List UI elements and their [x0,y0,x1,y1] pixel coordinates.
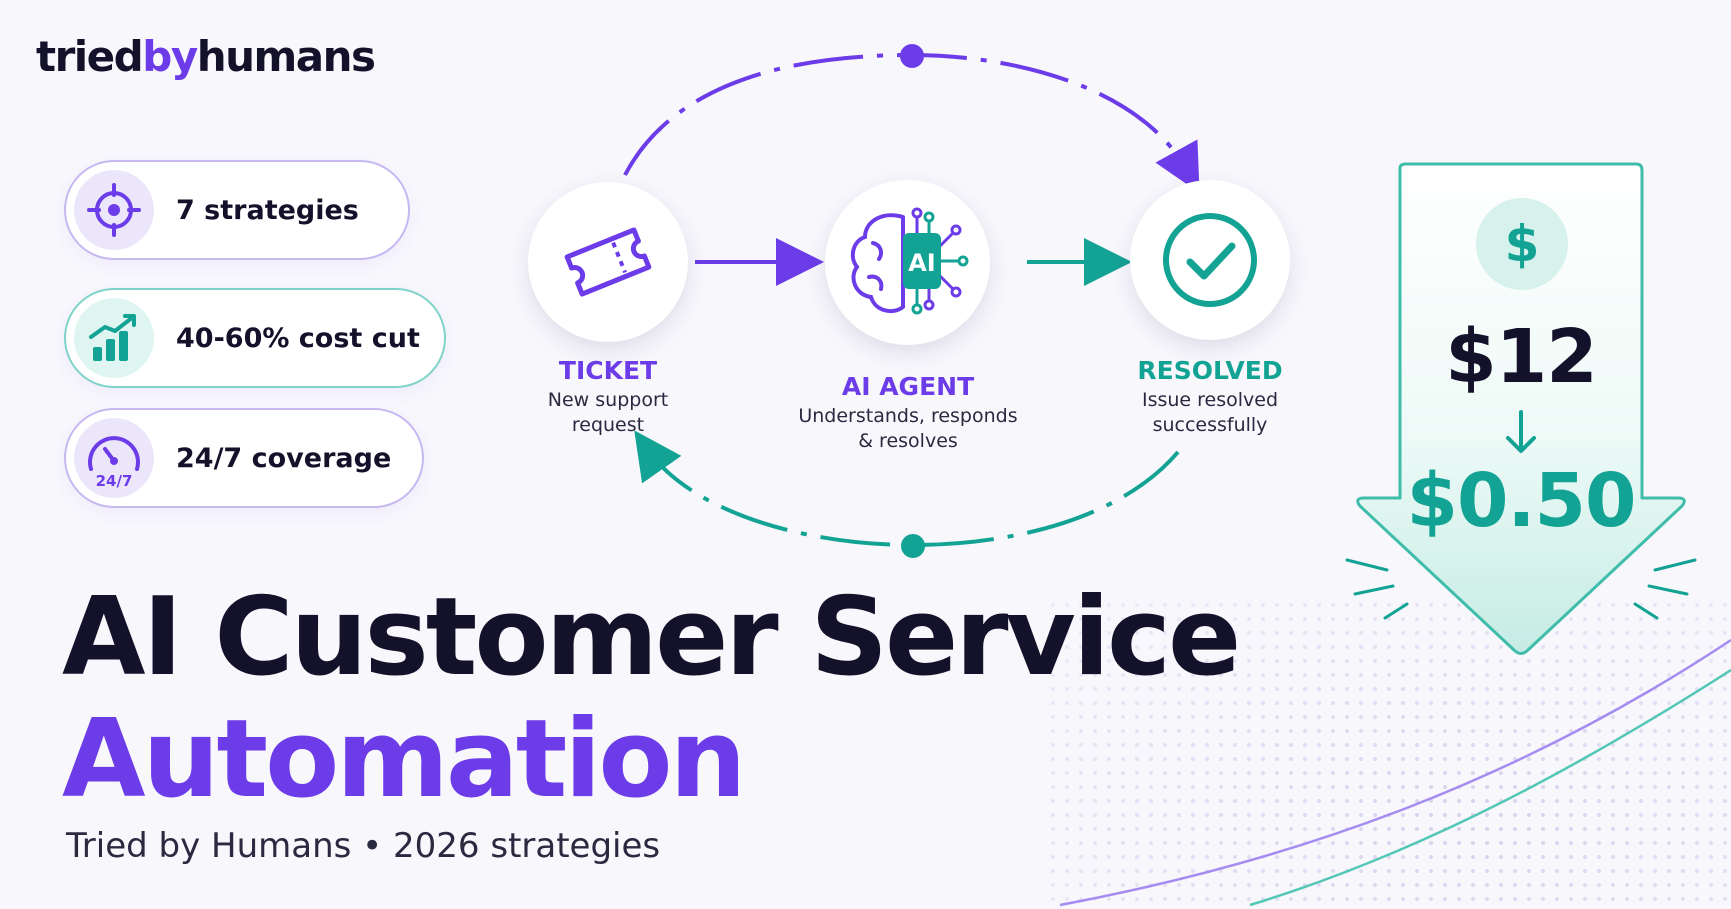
ticket-icon [564,227,652,297]
ai-agent-desc: Understands, responds & resolves [798,405,1018,452]
price-old: $12 [1445,314,1597,400]
resolved-desc: Issue resolved successfully [1141,389,1279,436]
impact-lines [1345,558,1697,620]
price-new: $0.50 [1406,458,1636,544]
resolved-title: RESOLVED [1137,356,1283,385]
ai-chip-label: AI [908,249,936,277]
coverage-badge-text: 24/7 [96,472,133,489]
check-circle-icon [1163,213,1257,307]
subtitle: Tried by Humans • 2026 strategies [66,826,661,866]
bottom-arc-dot [901,534,925,558]
stat-pill-strategies: 7 strategies [64,160,410,260]
stat-label: 7 strategies [176,194,359,226]
ticket-node [528,182,688,342]
stat-label: 40-60% cost cut [176,322,420,354]
speedometer-icon: 24/7 [74,418,154,498]
target-icon [74,170,154,250]
ticket-desc: New support request [547,389,669,436]
brand-logo: triedbyhumans [36,32,376,81]
top-arc-dot [900,44,924,68]
growth-chart-icon [74,298,154,378]
ai-brain-icon: AI [850,207,968,314]
price-drop-arrow [1356,162,1686,655]
headline-line-1: AI Customer Service [62,575,1241,700]
stat-pill-cost-cut: 40-60% cost cut [64,288,446,388]
ticket-title: TICKET [558,356,658,385]
dollar-icon: $ [1476,198,1568,290]
ai-agent-node: AI [825,180,990,345]
resolved-node [1130,180,1290,340]
stat-label: 24/7 coverage [176,442,392,474]
stat-pill-coverage: 24/7 24/7 coverage [64,408,424,508]
ai-agent-title: AI AGENT [841,372,975,401]
headline-line-2: Automation [62,697,746,822]
